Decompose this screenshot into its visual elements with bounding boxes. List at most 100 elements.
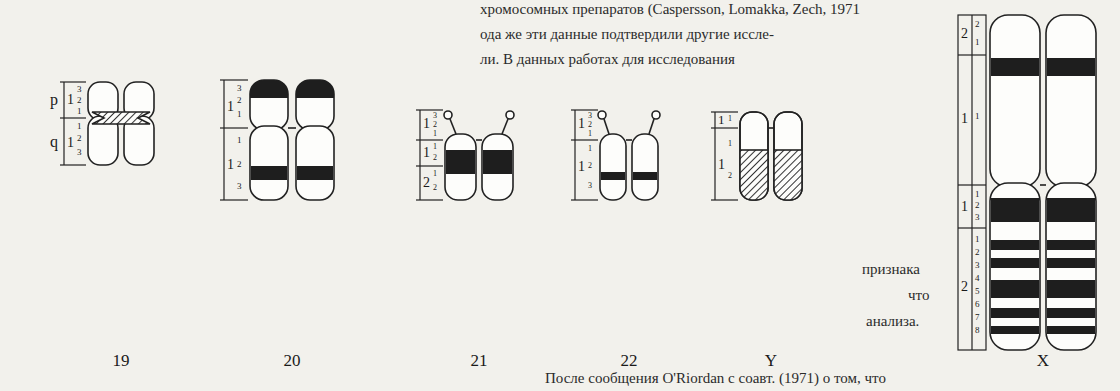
band-number: 4 bbox=[975, 274, 980, 283]
chromosome-number: X bbox=[1037, 352, 1049, 369]
region-number: 1 bbox=[67, 93, 74, 107]
dark-band bbox=[1047, 326, 1095, 334]
scale-line bbox=[223, 80, 224, 200]
band-number: 3 bbox=[975, 261, 980, 270]
scale-line bbox=[714, 112, 715, 200]
band-number: 1 bbox=[433, 143, 437, 151]
scale-tick bbox=[416, 109, 443, 110]
satellite-stalk bbox=[502, 119, 508, 134]
body-text: признака bbox=[862, 262, 920, 277]
dark-band bbox=[991, 280, 1039, 298]
dark-band bbox=[1047, 308, 1095, 318]
region-number: 2 bbox=[423, 176, 430, 190]
scale-tick bbox=[958, 184, 986, 185]
band-number: 2 bbox=[588, 162, 592, 170]
chromatid bbox=[1046, 183, 1096, 350]
chromosome-22 bbox=[598, 111, 660, 200]
centromere bbox=[1040, 184, 1046, 186]
chromatid bbox=[296, 80, 334, 130]
chromatid-outline bbox=[740, 112, 768, 200]
body-text: После сообщения O'Riordan с соавт. (1971… bbox=[545, 371, 886, 386]
chromatid bbox=[1046, 15, 1096, 187]
chromatid bbox=[600, 134, 626, 200]
chromatid-outline bbox=[774, 112, 802, 200]
band-number: 1 bbox=[237, 110, 242, 119]
band-number: 1 bbox=[975, 190, 980, 199]
dark-band bbox=[991, 58, 1039, 76]
band-number: 3 bbox=[588, 182, 592, 190]
dark-band bbox=[1047, 198, 1095, 222]
region-number: 2 bbox=[961, 280, 968, 294]
scale-tick bbox=[220, 199, 248, 200]
body-text: анализа. bbox=[866, 314, 919, 329]
region-number: 1 bbox=[961, 112, 968, 126]
chromosome-x bbox=[990, 15, 1096, 350]
band-number: 2 bbox=[975, 248, 980, 257]
dark-band bbox=[991, 308, 1039, 318]
chromatid bbox=[990, 15, 1040, 187]
centromere bbox=[626, 139, 632, 141]
chromosome-number: Y bbox=[765, 352, 777, 369]
hatched-region bbox=[740, 150, 768, 200]
scale-tick bbox=[711, 199, 738, 200]
scale-line bbox=[419, 110, 420, 200]
hatched-region bbox=[774, 150, 802, 200]
dark-band bbox=[251, 166, 287, 180]
scale-tick bbox=[220, 127, 248, 128]
band-number: 2 bbox=[433, 154, 437, 162]
chromatid bbox=[482, 134, 513, 200]
chromatid bbox=[632, 134, 658, 200]
satellite bbox=[652, 111, 660, 119]
band-number: 2 bbox=[433, 121, 437, 129]
body-text: что bbox=[908, 288, 929, 303]
band-number: 3 bbox=[433, 112, 437, 120]
band-number: 2 bbox=[237, 160, 242, 169]
band-number: 1 bbox=[433, 170, 437, 178]
centromere bbox=[288, 127, 296, 129]
band-number: 2 bbox=[77, 96, 82, 105]
dark-band bbox=[991, 326, 1039, 334]
body-text: хромосомных препаратов (Caspersson, Loma… bbox=[480, 2, 860, 17]
chromosome-20 bbox=[250, 80, 334, 200]
band-number: 2 bbox=[728, 172, 732, 180]
band-number: 2 bbox=[975, 201, 980, 210]
band-number: 2 bbox=[77, 134, 82, 143]
dark-band bbox=[1047, 280, 1095, 298]
band-number: 2 bbox=[433, 184, 437, 192]
scale-tick bbox=[571, 109, 598, 110]
chromatid bbox=[250, 80, 288, 130]
scale-tick bbox=[416, 199, 443, 200]
chromatid bbox=[990, 183, 1040, 350]
centromere bbox=[476, 139, 482, 141]
scale-tick bbox=[416, 165, 443, 166]
satellite bbox=[506, 111, 514, 119]
arm-label: q bbox=[50, 134, 58, 150]
satellite-stalk bbox=[649, 119, 654, 134]
scale-tick bbox=[571, 139, 598, 140]
dark-band bbox=[1047, 258, 1095, 268]
dark-band bbox=[991, 258, 1039, 268]
dark-band bbox=[1047, 240, 1095, 250]
band-number: 1 bbox=[433, 130, 437, 138]
band-number: 3 bbox=[77, 85, 82, 94]
scale-line bbox=[63, 82, 64, 165]
chromatid bbox=[774, 112, 802, 200]
dark-bands bbox=[991, 58, 1095, 334]
chromatid bbox=[250, 126, 288, 200]
region-number: 1 bbox=[227, 158, 234, 172]
chromosome-number: 22 bbox=[621, 352, 638, 369]
band-number: 7 bbox=[975, 313, 980, 322]
region-number: 1 bbox=[423, 146, 430, 160]
scale-line bbox=[971, 15, 972, 350]
scale-box bbox=[958, 15, 986, 350]
arm-label: p bbox=[50, 92, 58, 108]
scale-tick bbox=[711, 127, 738, 128]
band-number: 1 bbox=[975, 112, 980, 121]
dark-band bbox=[446, 150, 475, 174]
band-number: 1 bbox=[77, 107, 82, 116]
band-number: 3 bbox=[237, 84, 242, 93]
band-line bbox=[774, 149, 802, 151]
dark-band bbox=[633, 172, 657, 180]
band-number: 1 bbox=[588, 145, 592, 153]
